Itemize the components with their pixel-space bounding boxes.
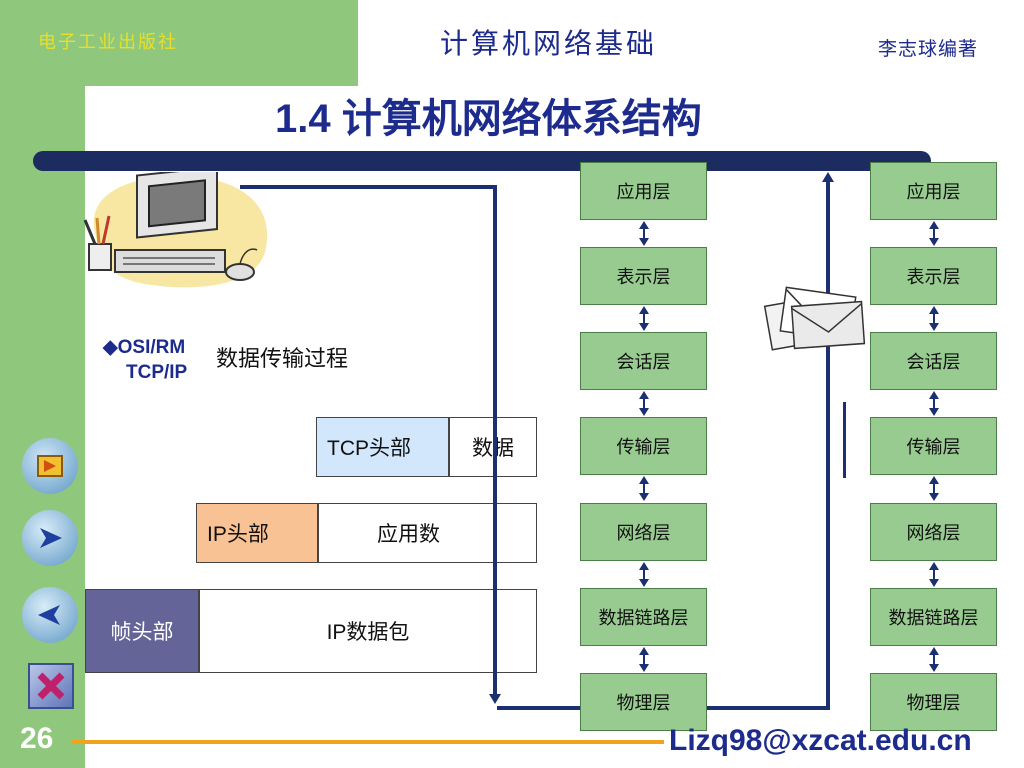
prev-button[interactable] (22, 587, 78, 643)
course-title: 计算机网络基础 (440, 27, 658, 60)
envelopes-icon (763, 286, 866, 351)
right-layer-session: 会话层 (870, 332, 997, 390)
right-layer-application: 应用层 (870, 162, 997, 220)
transfer-tick (843, 402, 846, 478)
home-button[interactable] (22, 438, 78, 494)
frame-header-box: 帧头部 (85, 589, 199, 673)
right-layer-transport: 传输层 (870, 417, 997, 475)
left-layer-datalink: 数据链路层 (580, 588, 707, 646)
connector-icon (638, 561, 650, 588)
connector-icon (928, 390, 940, 417)
flow-arrow-down-icon (489, 694, 501, 704)
bullet-osi-rm: ◆OSI/RM (103, 337, 186, 358)
process-label: 数据传输过程 (216, 347, 349, 372)
left-layer-network: 网络层 (580, 503, 707, 561)
connector-icon (638, 305, 650, 332)
connector-icon (638, 646, 650, 673)
connector-icon (928, 561, 940, 588)
left-layer-physical: 物理层 (580, 673, 707, 731)
connector-icon (928, 220, 940, 247)
next-arrow-icon (40, 528, 62, 548)
frame-data-box: IP数据包 (199, 589, 537, 673)
flow-line-up (826, 180, 830, 710)
connector-icon (928, 646, 940, 673)
background-green-top (0, 0, 358, 86)
right-layer-datalink: 数据链路层 (870, 588, 997, 646)
exit-button[interactable] (28, 663, 74, 709)
ip-data-box: 应用数 (318, 503, 537, 563)
left-layer-transport: 传输层 (580, 417, 707, 475)
right-layer-network: 网络层 (870, 503, 997, 561)
left-layer-session: 会话层 (580, 332, 707, 390)
next-button[interactable] (22, 510, 78, 566)
connector-icon (928, 475, 940, 502)
page-number: 26 (20, 722, 54, 755)
home-icon (37, 455, 63, 477)
flow-arrow-up-icon (822, 172, 834, 182)
section-title: 1.4 计算机网络体系结构 (275, 97, 702, 141)
flow-line-down (493, 185, 497, 698)
author-name: 李志球编著 (878, 38, 979, 60)
connector-icon (928, 305, 940, 332)
prev-arrow-icon (38, 605, 60, 625)
right-layer-physical: 物理层 (870, 673, 997, 731)
ip-header-box: IP头部 (196, 503, 318, 563)
connector-icon (638, 220, 650, 247)
publisher-name: 电子工业出版社 (38, 32, 178, 53)
flow-line-top (240, 185, 496, 189)
bullet-tcp-ip: TCP/IP (126, 362, 188, 383)
close-x-icon (37, 672, 65, 700)
contact-email: Lizq98@xzcat.edu.cn (669, 724, 972, 757)
tcp-header-box: TCP头部 (316, 417, 449, 477)
left-layer-application: 应用层 (580, 162, 707, 220)
right-layer-presentation: 表示层 (870, 247, 997, 305)
left-layer-presentation: 表示层 (580, 247, 707, 305)
footer-divider (72, 740, 664, 744)
connector-icon (638, 475, 650, 502)
computer-clipart-icon (83, 172, 268, 288)
connector-icon (638, 390, 650, 417)
